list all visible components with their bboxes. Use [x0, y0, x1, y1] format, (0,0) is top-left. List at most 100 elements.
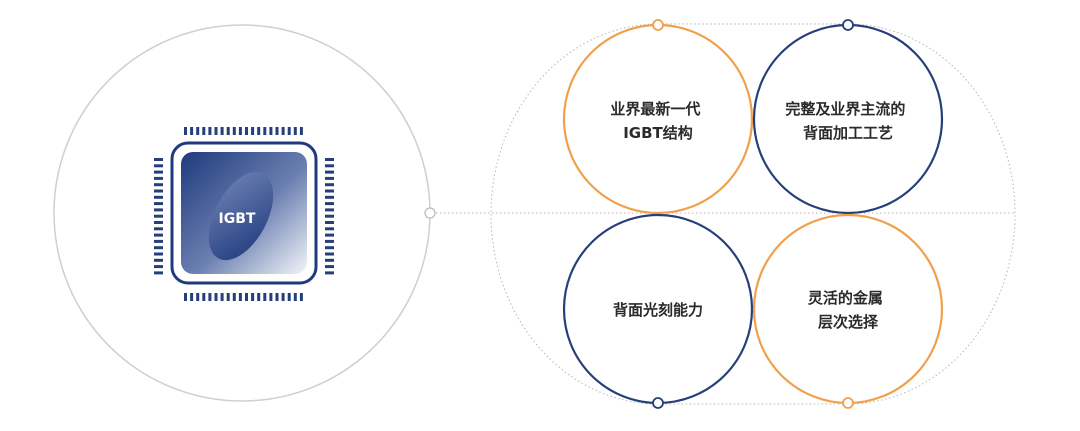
chip-pin: [281, 293, 285, 301]
chip-pin: [208, 127, 212, 135]
chip-pin: [202, 293, 206, 301]
chip-pin: [154, 214, 163, 218]
chip-pin: [196, 127, 200, 135]
chip-pin: [269, 127, 273, 135]
chip-pin: [245, 127, 248, 135]
chip-pin: [325, 221, 334, 224]
chip-pin: [214, 293, 218, 301]
chip-pin: [325, 183, 334, 187]
chip-pin: [226, 127, 230, 135]
feature-circle-1-dot: [652, 19, 664, 31]
chip-pin: [325, 189, 334, 193]
chip-pin: [154, 189, 163, 193]
chip-pin: [269, 293, 273, 301]
chip-pin: [154, 233, 163, 237]
chip-pin: [154, 227, 163, 231]
chip-pins-top: [184, 127, 303, 135]
chip-pin: [208, 293, 212, 301]
chip-pin: [257, 293, 261, 301]
chip-pin: [293, 293, 297, 301]
chip-pin: [325, 258, 334, 262]
chip-pin: [154, 208, 163, 212]
chip-pin: [325, 265, 334, 269]
chip-pin: [154, 158, 163, 161]
feature-label-1: 业界最新一代 IGBT结构: [610, 100, 705, 142]
chip-pin: [325, 214, 334, 218]
chip-pin: [154, 195, 163, 199]
feature-circle-2-dot: [842, 19, 854, 31]
chip-pin: [287, 127, 291, 135]
chip-pin: [190, 127, 194, 135]
chip-pins-left: [154, 158, 163, 275]
chip-pin: [325, 170, 334, 174]
chip-pin: [154, 271, 163, 275]
chip-pin: [325, 252, 334, 256]
chip-label: IGBT: [219, 211, 256, 227]
chip-pin: [251, 127, 255, 135]
chip-pin: [275, 127, 279, 135]
chip-pin: [325, 202, 334, 206]
chip-pin: [293, 127, 297, 135]
chip-pin: [325, 233, 334, 237]
chip-pin: [154, 164, 163, 168]
chip-pin: [226, 293, 230, 301]
feature-label-2: 完整及业界主流的 背面加工工艺: [785, 100, 910, 142]
chip-pin: [232, 127, 236, 135]
feature-circle-2: 完整及业界主流的 背面加工工艺: [752, 19, 944, 215]
chip-pin: [287, 293, 291, 301]
chip-pin: [214, 127, 218, 135]
chip-oval: [208, 171, 274, 261]
feature-label-3: 背面光刻能力: [613, 301, 703, 319]
chip-pin: [232, 293, 236, 301]
chip-pin: [251, 293, 255, 301]
chip-pin: [325, 158, 334, 161]
feature-circle-2-ring: [752, 23, 944, 215]
chip-pin: [220, 127, 224, 135]
chip-pin: [154, 221, 163, 224]
chip-pin: [325, 239, 334, 243]
feature-circle-1-ring: [562, 23, 754, 215]
chip-pin: [154, 202, 163, 206]
chip-pin: [325, 246, 334, 250]
chip-pin: [154, 246, 163, 250]
feature-label-4: 灵活的金属 层次选择: [808, 289, 888, 331]
chip-pin: [238, 127, 242, 135]
feature-circle-3: 背面光刻能力: [562, 213, 754, 409]
chip-pin: [299, 127, 303, 135]
chip-pin: [257, 127, 261, 135]
chip-pin: [281, 127, 285, 135]
chip-pin: [184, 293, 187, 301]
chip-pin: [202, 127, 206, 135]
chip-pin: [238, 293, 242, 301]
chip-pin: [154, 258, 163, 262]
chip-pin: [263, 127, 267, 135]
chip-pin: [325, 176, 334, 180]
feature-circle-3-dot: [652, 397, 664, 409]
chip-pin: [263, 293, 267, 301]
chip-pin: [245, 293, 248, 301]
feature-circle-4: 灵活的金属 层次选择: [752, 213, 944, 409]
chip-pin: [154, 265, 163, 269]
chip-pin: [184, 127, 187, 135]
chip-pin: [154, 239, 163, 243]
chip-pin: [325, 195, 334, 199]
chip-pin: [325, 208, 334, 212]
chip-pin: [190, 293, 194, 301]
chip-pin: [154, 252, 163, 256]
chip-pin: [154, 176, 163, 180]
chip-pins-right: [325, 158, 334, 275]
chip-pin: [325, 227, 334, 231]
feature-circle-4-ring: [752, 213, 944, 405]
feature-circle-1: 业界最新一代 IGBT结构: [562, 19, 754, 215]
feature-circle-4-dot: [842, 397, 854, 409]
chip-pin: [275, 293, 279, 301]
chip-pins-bottom: [184, 293, 303, 301]
stadium-outline: [490, 23, 1016, 405]
chip-pin: [196, 293, 200, 301]
connector-dot-left: [424, 207, 436, 219]
chip-pin: [325, 164, 334, 168]
chip-pin: [154, 183, 163, 187]
chip-pin: [325, 271, 334, 275]
